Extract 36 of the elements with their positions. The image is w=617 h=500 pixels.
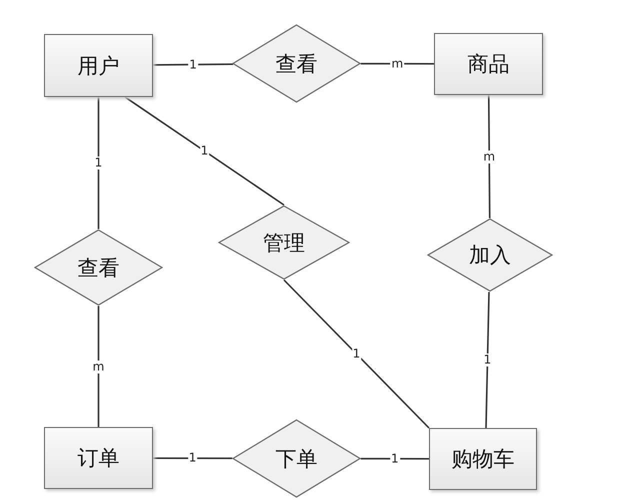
cardinality-label: 1 (188, 58, 198, 72)
relationship-diamond (34, 229, 163, 306)
relationship-diamond (218, 205, 350, 280)
relationship-diamond (427, 218, 553, 292)
node-label: 订单 (78, 445, 120, 472)
cardinality-label: m (482, 150, 496, 164)
connector-line (360, 458, 429, 460)
node-label: 商品 (468, 51, 510, 78)
cardinality-label: 1 (200, 144, 210, 158)
cardinality-label: 1 (352, 348, 362, 360)
entity-box (44, 427, 153, 489)
connector-line (153, 63, 234, 66)
entity-box (429, 428, 537, 490)
node-label: 下单 (276, 446, 318, 472)
node-label: 管理 (263, 230, 305, 256)
connector-line (124, 96, 284, 206)
entity-box (44, 34, 153, 97)
cardinality-label: 1 (94, 156, 104, 170)
node-label: 用户 (78, 52, 120, 80)
cardinality-label: 1 (482, 354, 492, 366)
connector-line (98, 97, 100, 229)
relationship-diamond (232, 24, 361, 103)
entity-box (434, 33, 543, 95)
connector-line (98, 306, 100, 427)
node-label: 查看 (78, 254, 120, 282)
node-label: 购物车 (452, 446, 514, 473)
node-label: 查看 (276, 50, 318, 78)
cardinality-label: 1 (390, 452, 400, 466)
connector-line (360, 62, 434, 65)
node-label: 加入 (469, 242, 511, 269)
connector-line (485, 292, 490, 428)
connector-line (153, 457, 232, 460)
connector-line (488, 95, 490, 218)
connector-line (283, 279, 430, 429)
cardinality-label: m (92, 360, 106, 373)
relationship-diamond (232, 419, 361, 498)
